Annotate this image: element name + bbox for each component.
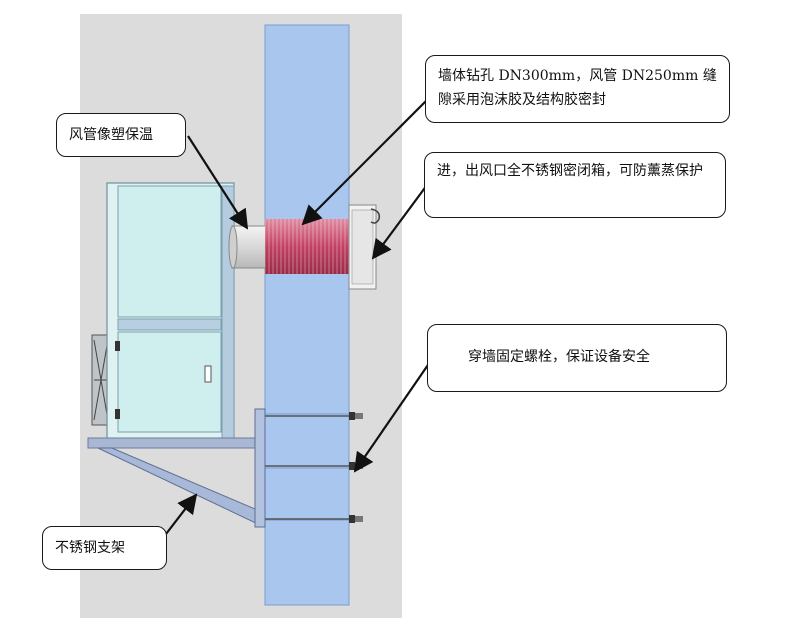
arrow-bolt	[353, 361, 431, 473]
equipment-unit	[106, 182, 235, 441]
callout-duct-insulation: 风管像塑保温	[56, 113, 186, 157]
duct-through-wall	[265, 219, 350, 274]
duct-insulation-sleeve	[228, 225, 268, 269]
unit-base	[87, 437, 261, 449]
arrow-box	[371, 184, 428, 260]
callout-wall-bolts: 穿墙固定螺栓，保证设备安全	[427, 324, 727, 392]
callout-wall-sealing: 墙体钻孔 DN300mm，风管 DN250mm 缝隙采用泡沫胶及结构胶密封	[425, 55, 730, 123]
sealed-outlet-box	[348, 204, 381, 290]
callout-bracket: 不锈钢支架	[42, 526, 167, 570]
arrow-sealing	[301, 96, 431, 226]
stainless-bracket	[97, 408, 266, 528]
arrow-bracket	[165, 493, 198, 535]
callout-sealed-box: 进，出风口全不锈钢密闭箱，可防薰蒸保护	[424, 152, 726, 218]
wall	[264, 24, 350, 606]
arrow-insulation	[187, 135, 249, 230]
callout-arrows	[165, 96, 431, 535]
